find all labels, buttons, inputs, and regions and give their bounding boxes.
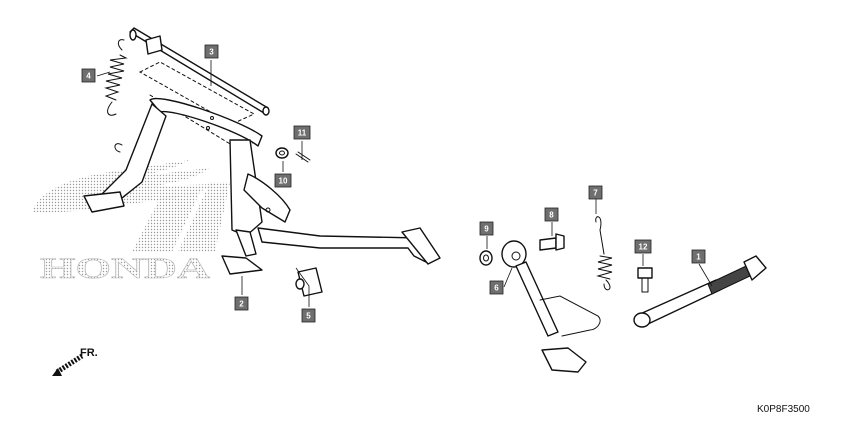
kick-starter-arm-part (633, 255, 767, 328)
side-stand-spring-part (595, 216, 613, 291)
callout-label-10: 10 (274, 173, 292, 188)
callout-number: 7 (593, 189, 598, 198)
callout-number: 11 (298, 129, 307, 138)
main-stand-part (83, 98, 441, 275)
front-arrow-icon (52, 353, 84, 376)
bolt-part (637, 267, 653, 293)
callout-number: 12 (639, 243, 648, 252)
washer-part-9 (479, 250, 493, 266)
callout-label-9: 9 (479, 221, 494, 236)
callout-label-2: 2 (234, 296, 249, 311)
callout-label-3: 3 (204, 44, 219, 59)
front-label: FR. (80, 347, 98, 359)
pivot-bolt-part (539, 233, 565, 251)
callout-label-1: 1 (691, 249, 706, 264)
cotter-pin-part (295, 151, 311, 163)
callout-label-12: 12 (634, 239, 652, 254)
side-stand-part (501, 240, 601, 373)
callout-label-8: 8 (544, 207, 559, 222)
callout-label-7: 7 (588, 185, 603, 200)
callout-label-5: 5 (301, 308, 316, 323)
callout-number: 8 (549, 211, 554, 220)
front-direction-indicator: FR. (52, 347, 98, 376)
figure-code: K0P8F3500 (757, 404, 810, 415)
callout-label-6: 6 (489, 280, 504, 295)
callout-label-4: 4 (81, 68, 96, 83)
leader-lines (96, 60, 713, 307)
callout-number: 6 (494, 284, 499, 293)
stopper-rubber-part (295, 267, 323, 297)
watermark-text: HONDA (40, 252, 210, 285)
honda-watermark-text: HONDA (40, 252, 211, 286)
callout-number: 9 (484, 225, 489, 234)
callout-label-11: 11 (293, 125, 311, 140)
callout-number: 5 (306, 312, 311, 321)
callout-number: 10 (279, 177, 288, 186)
main-stand-spring-part (104, 39, 128, 116)
callout-number: 4 (86, 72, 91, 81)
callout-number: 3 (209, 48, 214, 57)
washer-part-10 (275, 147, 289, 159)
callout-number: 1 (696, 253, 701, 262)
pivot-shaft-part (129, 27, 270, 116)
callout-number: 2 (239, 300, 244, 309)
